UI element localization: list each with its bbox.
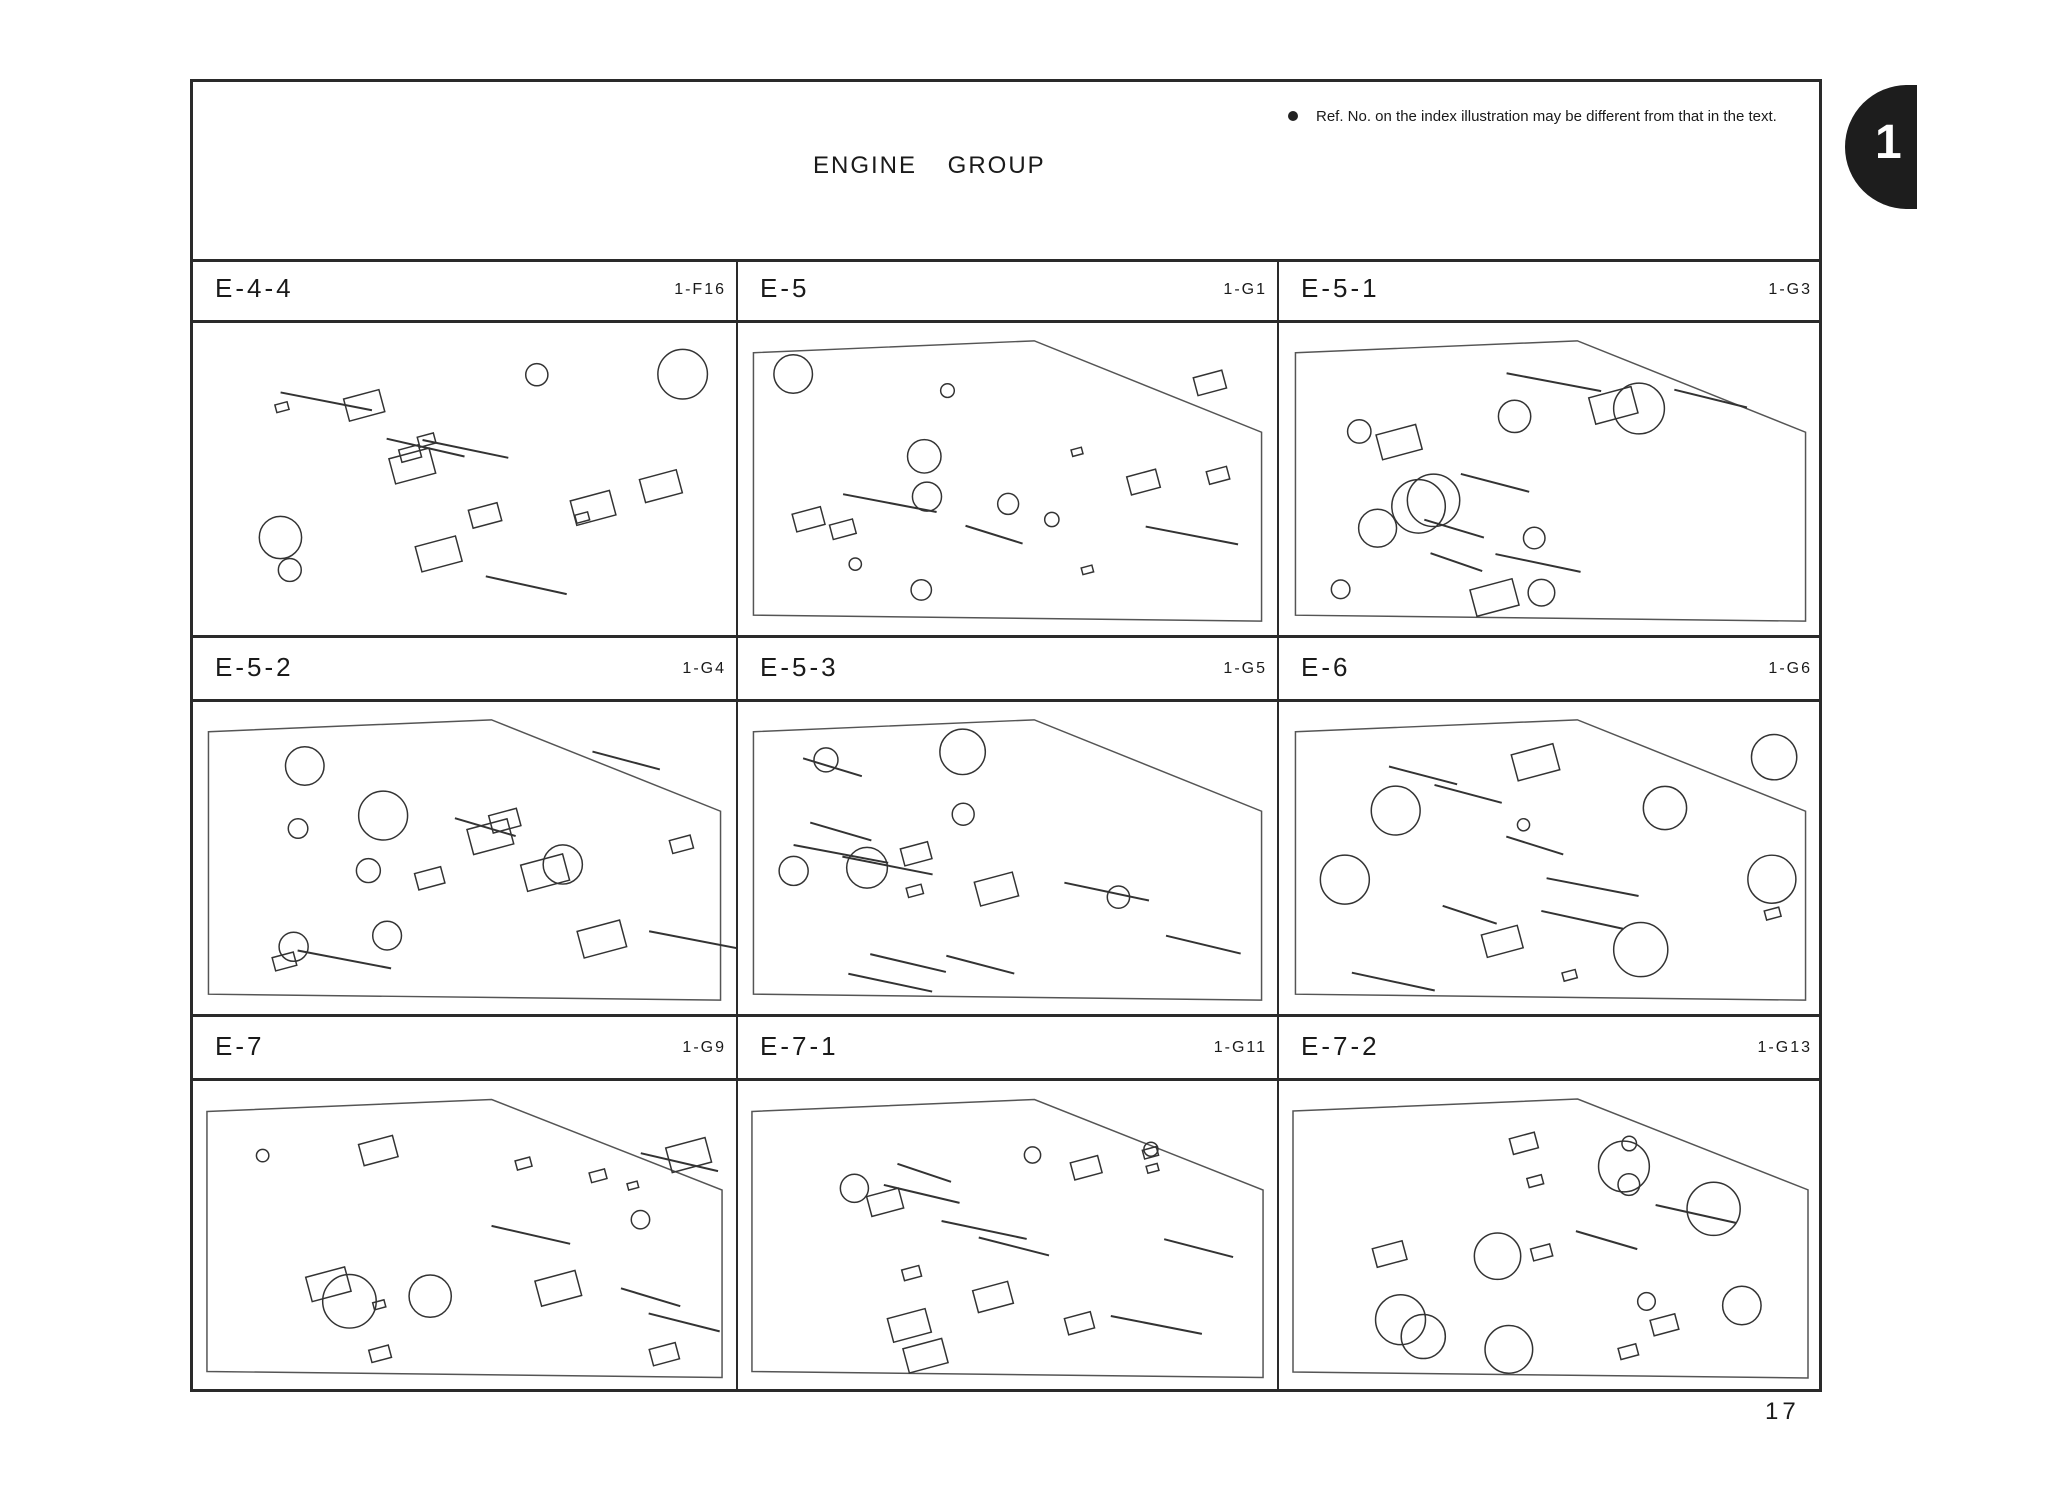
parts-illustration: [738, 323, 1277, 635]
section-code: E-7-2: [1301, 1031, 1380, 1061]
parts-illustration: [1279, 1081, 1822, 1392]
parts-illustration: [193, 1081, 736, 1392]
exploded-view-drawing: [1294, 340, 1807, 622]
cell-label-band: E-5-2 1-G4: [193, 638, 736, 702]
section-code: E-6: [1301, 652, 1351, 682]
parts-illustration: [1279, 702, 1822, 1014]
section-tab[interactable]: 1: [1845, 85, 1917, 209]
page-reference[interactable]: 1-G5: [1223, 660, 1267, 677]
cell-label-band: E-7 1-G9: [193, 1017, 736, 1081]
parts-illustration: [738, 1081, 1277, 1392]
note-text: Ref. No. on the index illustration may b…: [1316, 108, 1777, 125]
index-cell[interactable]: E-5-3 1-G5: [738, 638, 1279, 1017]
page-reference[interactable]: 1-G9: [682, 1039, 726, 1056]
parts-illustration: [193, 323, 736, 635]
exploded-view-drawing: [752, 340, 1263, 622]
exploded-view-drawing: [206, 1098, 723, 1379]
cell-label-band: E-4-4 1-F16: [193, 259, 736, 323]
index-cell[interactable]: E-7 1-G9: [193, 1017, 738, 1392]
exploded-view-drawing: [1292, 1098, 1809, 1379]
cell-label-band: E-7-1 1-G11: [738, 1017, 1277, 1081]
parts-illustration: [1279, 323, 1822, 635]
index-frame: ENGINE GROUP Ref. No. on the index illus…: [190, 79, 1822, 1392]
exploded-view-drawing: [258, 348, 709, 596]
page-reference[interactable]: 1-G1: [1223, 281, 1267, 298]
page-reference[interactable]: 1-F16: [674, 281, 726, 298]
section-code: E-5-3: [760, 652, 839, 682]
section-code: E-5-1: [1301, 273, 1380, 303]
exploded-view-drawing: [751, 1098, 1264, 1379]
page-title: ENGINE GROUP: [813, 152, 1046, 179]
exploded-view-drawing: [1294, 719, 1807, 1001]
page-reference[interactable]: 1-G3: [1768, 281, 1812, 298]
parts-illustration: [193, 702, 742, 1014]
section-code: E-7: [215, 1031, 265, 1061]
page-reference[interactable]: 1-G13: [1757, 1039, 1812, 1056]
index-cell[interactable]: E-5 1-G1: [738, 259, 1279, 638]
index-cell[interactable]: E-4-4 1-F16: [193, 259, 738, 638]
page-reference[interactable]: 1-G4: [682, 660, 726, 677]
parts-illustration: [738, 702, 1277, 1014]
section-tab-label: 1: [1875, 116, 1902, 169]
index-cell[interactable]: E-7-1 1-G11: [738, 1017, 1279, 1392]
page-number: 17: [1765, 1398, 1800, 1425]
page-header: ENGINE GROUP Ref. No. on the index illus…: [193, 82, 1819, 262]
section-code: E-7-1: [760, 1031, 839, 1061]
exploded-view-drawing: [752, 719, 1263, 1001]
cell-label-band: E-5 1-G1: [738, 259, 1277, 323]
section-code: E-5: [760, 273, 810, 303]
note: Ref. No. on the index illustration may b…: [1288, 108, 1836, 125]
index-cell[interactable]: E-5-1 1-G3: [1279, 259, 1822, 638]
index-cell[interactable]: E-6 1-G6: [1279, 638, 1822, 1017]
bullet-icon: [1288, 111, 1298, 121]
page-reference[interactable]: 1-G6: [1768, 660, 1812, 677]
index-cell[interactable]: E-7-2 1-G13: [1279, 1017, 1822, 1392]
section-code: E-5-2: [215, 652, 294, 682]
page-reference[interactable]: 1-G11: [1213, 1039, 1267, 1056]
cell-label-band: E-5-3 1-G5: [738, 638, 1277, 702]
index-cell[interactable]: E-5-2 1-G4: [193, 638, 742, 1017]
cell-label-band: E-6 1-G6: [1279, 638, 1822, 702]
section-code: E-4-4: [215, 273, 294, 303]
cell-label-band: E-5-1 1-G3: [1279, 259, 1822, 323]
cell-label-band: E-7-2 1-G13: [1279, 1017, 1822, 1081]
exploded-view-drawing: [207, 719, 742, 1001]
